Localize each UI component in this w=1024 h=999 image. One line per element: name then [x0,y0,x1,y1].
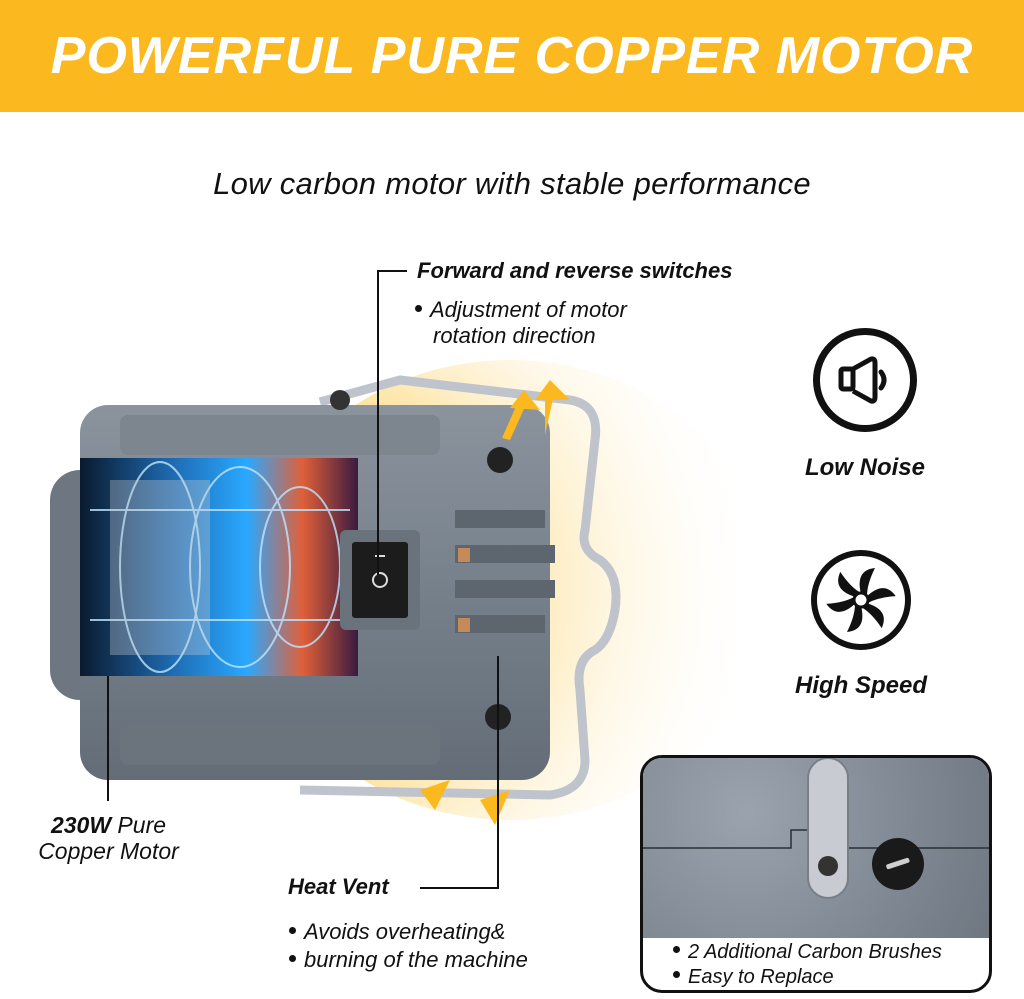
carbon-brush-photo [643,758,989,938]
bullet-icon [673,971,680,979]
motor-illustration [40,360,770,840]
vent-leader-vertical [497,656,499,888]
speaker-icon [813,328,917,432]
switch-leader-horizontal [377,270,407,272]
feature-label: High Speed [794,672,927,699]
bullet-icon [289,954,296,962]
switch-callout-title: Forward and reverse switches [417,258,733,283]
bullet-icon [289,926,296,934]
subtitle: Low carbon motor with stable performance [213,166,811,201]
motor-callout: 230W Pure Copper Motor [38,812,179,864]
motor-leader [107,676,109,801]
bullet-icon [673,946,680,954]
vent-callout-body: Avoids overheating& burning of the machi… [289,918,528,974]
switch-callout-body: Adjustment of motor rotation direction [415,297,627,349]
banner-title: POWERFUL PURE COPPER MOTOR [50,27,974,85]
carbon-brush-inset: 2 Additional Carbon Brushes Easy to Repl… [640,755,992,993]
vent-leader-horizontal [420,887,499,889]
vent-callout-title: Heat Vent [288,874,389,899]
feature-low-noise: Low Noise [780,328,950,482]
bullet-icon [415,304,422,312]
header-banner: POWERFUL PURE COPPER MOTOR [0,0,1024,112]
feature-high-speed: High Speed [776,550,946,700]
motor-image [50,360,770,825]
switch-leader-vertical [377,270,379,575]
feature-label: Low Noise [804,454,925,481]
fan-icon [811,550,911,650]
inset-text: 2 Additional Carbon Brushes Easy to Repl… [673,940,942,990]
